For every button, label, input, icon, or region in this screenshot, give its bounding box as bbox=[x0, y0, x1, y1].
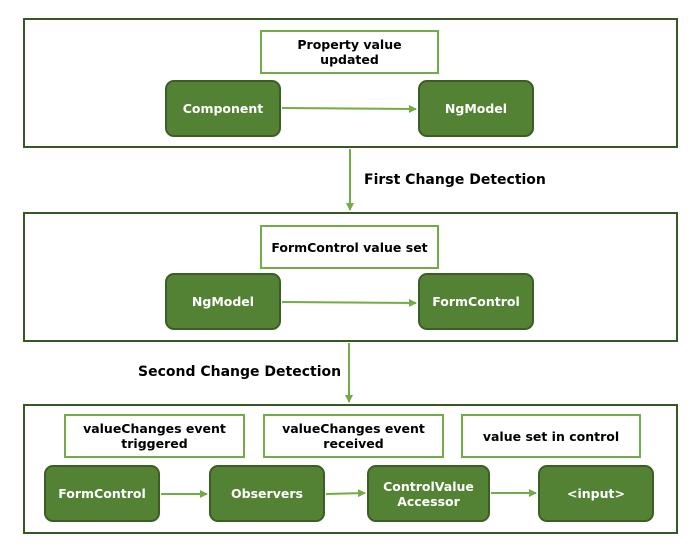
arrow-observers-to-accessor bbox=[325, 489, 366, 498]
first-change-detection-label: First Change Detection bbox=[364, 172, 546, 188]
arrow-ngmodel-to-formcontrol bbox=[281, 298, 417, 307]
input-node: <input> bbox=[538, 465, 654, 522]
formcontrol-node: FormControl bbox=[418, 273, 534, 330]
stage3-note-received: valueChanges event received bbox=[263, 414, 444, 458]
stage3-note-triggered: valueChanges event triggered bbox=[64, 414, 245, 458]
component-node: Component bbox=[165, 80, 281, 137]
second-change-detection-label: Second Change Detection bbox=[138, 364, 342, 380]
stage1-note: Property value updated bbox=[260, 30, 439, 74]
control-value-accessor-node: ControlValue Accessor bbox=[367, 465, 490, 522]
stage2-note: FormControl value set bbox=[260, 225, 439, 269]
ngmodel-node: NgModel bbox=[418, 80, 534, 137]
observers-node: Observers bbox=[209, 465, 325, 522]
arrow-component-to-ngmodel bbox=[281, 104, 417, 113]
ngmodel-node-2: NgModel bbox=[165, 273, 281, 330]
formcontrol-node-2: FormControl bbox=[44, 465, 160, 522]
stage3-note-value-set: value set in control bbox=[461, 414, 641, 458]
